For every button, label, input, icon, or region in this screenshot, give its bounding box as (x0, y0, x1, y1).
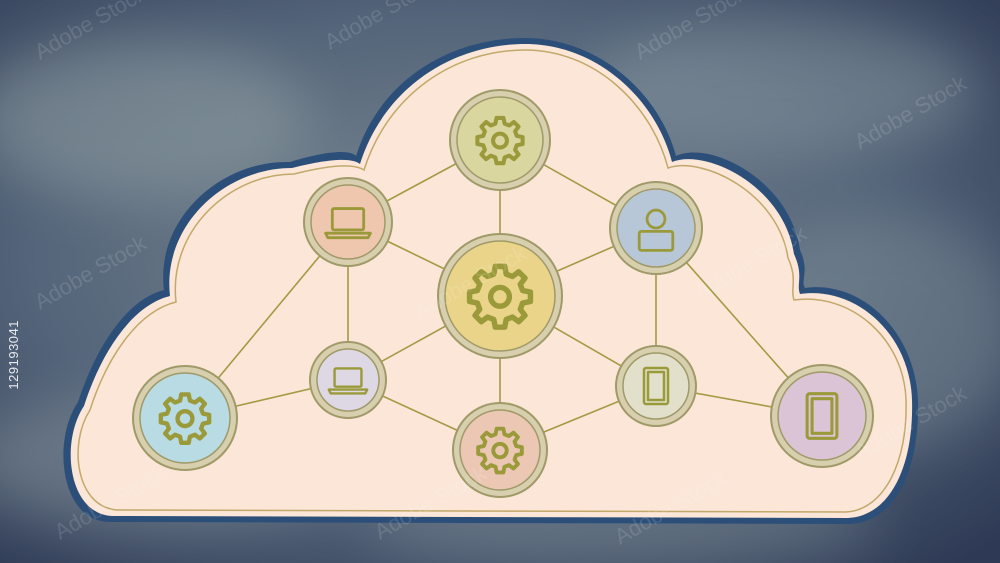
upper-left-node (303, 177, 393, 267)
node-disc (777, 371, 867, 461)
bottom-node (452, 402, 548, 498)
center-hub (437, 233, 563, 359)
node-disc (310, 184, 386, 260)
node-disc (622, 352, 690, 420)
node-disc (456, 96, 544, 184)
network-nodes (132, 89, 874, 498)
mid-left-node (309, 341, 387, 419)
node-disc (316, 348, 380, 412)
far-right-node (770, 364, 874, 468)
mid-right-node (615, 345, 697, 427)
node-disc (444, 240, 556, 352)
upper-right-node (609, 181, 703, 275)
image-id-label: 129193041 (6, 320, 21, 390)
far-left-node (132, 365, 238, 471)
node-disc (139, 372, 231, 464)
node-disc (459, 409, 541, 491)
cloud-inner-outline (77, 49, 907, 513)
top-node (449, 89, 551, 191)
